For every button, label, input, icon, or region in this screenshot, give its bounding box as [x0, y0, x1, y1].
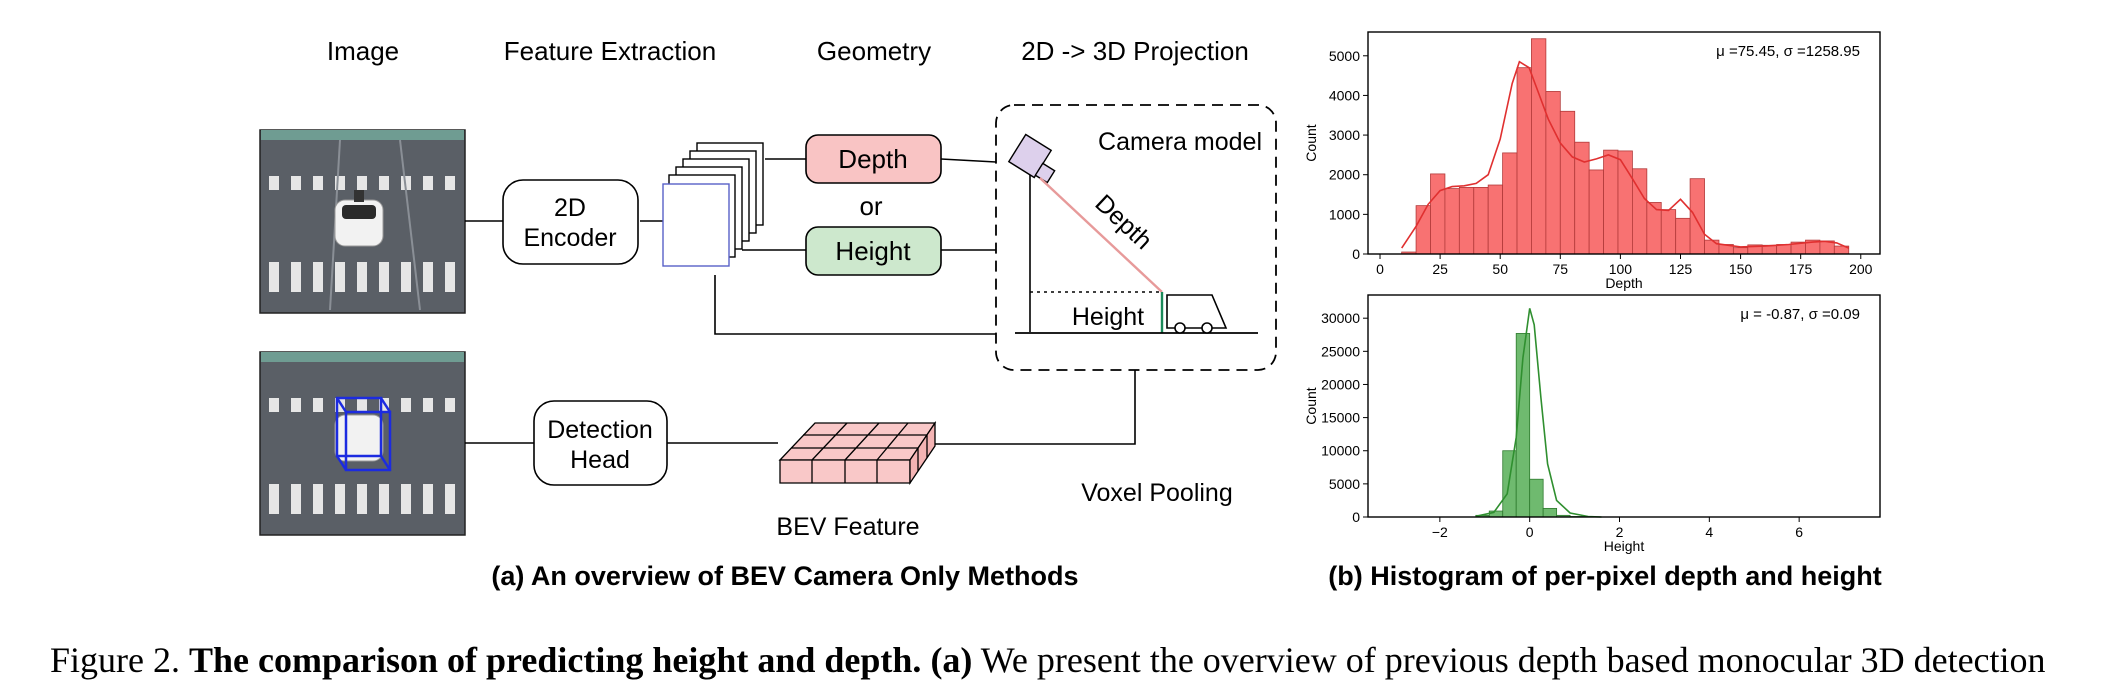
kde-curve: [1475, 308, 1602, 518]
height-box-label: Height: [835, 236, 911, 266]
bounding-box-3d: [335, 396, 392, 472]
y-tick-label: 2000: [1329, 167, 1360, 183]
histogram-bar: [1473, 186, 1489, 255]
subcaption-b: (b) Histogram of per-pixel depth and hei…: [1328, 561, 1882, 591]
detection-head-line2: Head: [570, 446, 630, 474]
x-axis-label: Height: [1604, 538, 1645, 554]
y-tick-label: 1000: [1329, 206, 1360, 222]
x-tick-label: 150: [1729, 261, 1753, 277]
y-tick-label: 5000: [1329, 48, 1360, 64]
camera-model-label: Camera model: [1098, 128, 1262, 156]
x-tick-label: 125: [1669, 261, 1693, 277]
header-feature-extraction: Feature Extraction: [504, 36, 716, 66]
y-tick-label: 25000: [1321, 343, 1360, 359]
x-tick-label: 0: [1376, 261, 1384, 277]
stats-annotation: μ = -0.87, σ =0.09: [1740, 306, 1860, 323]
diagram-connectors: [465, 158, 1136, 445]
histogram-bar: [1502, 152, 1518, 255]
histogram-bar: [1732, 247, 1749, 255]
depth-box: [805, 134, 942, 184]
y-tick-label: 4000: [1329, 87, 1360, 103]
bev-feature-grid: [778, 420, 937, 486]
y-tick-label: 5000: [1329, 476, 1360, 492]
camera-depth-label: Depth: [1090, 189, 1158, 255]
y-tick-label: 0: [1352, 246, 1360, 262]
histogram-bar: [1689, 178, 1705, 255]
histogram-bar: [1444, 188, 1460, 255]
figure-canvas: Image Feature Extraction Geometry 2D -> …: [259, 31, 1882, 591]
encoder-label-line2: Encoder: [523, 224, 616, 252]
caption-bold-title: The comparison of predicting height and …: [189, 640, 922, 680]
histogram-bar: [1660, 209, 1677, 255]
y-tick-label: 3000: [1329, 127, 1360, 143]
y-axis-label: Count: [1303, 124, 1319, 161]
histogram-bar: [1488, 510, 1504, 518]
y-tick-label: 10000: [1321, 443, 1360, 459]
histogram-bar: [1529, 478, 1544, 518]
x-axis-label: Depth: [1605, 275, 1642, 291]
figure-caption: Figure 2. The comparison of predicting h…: [50, 640, 2100, 680]
feature-map-stack: [662, 142, 764, 267]
x-tick-label: 100: [1609, 261, 1633, 277]
encoder-block: 2D Encoder: [502, 179, 639, 265]
x-tick-label: 200: [1849, 261, 1873, 277]
camera-height-label: Height: [1072, 303, 1144, 331]
caption-prefix: Figure 2.: [50, 640, 180, 680]
y-tick-label: 30000: [1321, 310, 1360, 326]
bev-feature-label: BEV Feature: [776, 513, 919, 541]
encoder-label-line1: 2D: [554, 194, 586, 222]
x-tick-label: 25: [1432, 261, 1448, 277]
y-axis-label: Count: [1303, 387, 1319, 424]
y-tick-label: 15000: [1321, 410, 1360, 426]
histogram-bar: [1458, 186, 1475, 255]
histogram-bar: [1542, 507, 1558, 518]
histogram-bar: [1430, 173, 1446, 255]
depth-box-label: Depth: [838, 144, 907, 174]
car-icon: [334, 190, 384, 247]
y-tick-label: 20000: [1321, 376, 1360, 392]
y-tick-label: 0: [1352, 509, 1360, 525]
detection-head-line1: Detection: [547, 416, 653, 444]
camera-icon: [1007, 133, 1056, 184]
x-tick-label: 4: [1705, 524, 1713, 540]
x-tick-label: −2: [1432, 524, 1448, 540]
caption-tag: (a): [930, 640, 973, 680]
kde-curve: [1401, 60, 1850, 249]
histogram-bar: [1675, 217, 1691, 255]
histogram-bar: [1531, 38, 1547, 255]
stats-annotation: μ =75.45, σ =1258.95: [1716, 43, 1860, 60]
x-tick-label: 2: [1616, 524, 1624, 540]
voxel-pooling-label: Voxel Pooling: [1081, 479, 1233, 507]
x-tick-label: 0: [1526, 524, 1534, 540]
detection-road-image: [259, 351, 466, 536]
overview-diagram: Image Feature Extraction Geometry 2D -> …: [259, 36, 1277, 591]
or-label: or: [859, 191, 882, 221]
caption-text: We present the overview of previous dept…: [980, 640, 2046, 680]
plot-frame: [1367, 31, 1881, 255]
height-box: [805, 226, 942, 276]
height-histogram: −2 0 2 4 6 0 5000 10000 15000 20000 25000 30000Heig…: [1303, 294, 1881, 554]
histogram-bar: [1603, 149, 1619, 255]
histogram-bar: [1559, 110, 1576, 255]
histogram-bar: [1588, 169, 1604, 255]
x-tick-label: 50: [1492, 261, 1508, 277]
histogram-bar: [1487, 184, 1504, 255]
x-tick-label: 75: [1553, 261, 1569, 277]
header-geometry: Geometry: [817, 36, 931, 66]
x-tick-label: 175: [1789, 261, 1813, 277]
histogram-bar: [1704, 239, 1720, 255]
header-image: Image: [327, 36, 399, 66]
detection-head-block: Detection Head: [533, 400, 668, 486]
camera-model-region: Camera model Depth Height: [995, 104, 1277, 371]
x-tick-label: 6: [1795, 524, 1803, 540]
header-projection: 2D -> 3D Projection: [1021, 36, 1249, 66]
subcaption-a: (a) An overview of BEV Camera Only Metho…: [491, 561, 1078, 591]
histogram-bar: [1545, 91, 1561, 255]
truck-icon: [1166, 294, 1228, 334]
plot-frame: [1367, 294, 1881, 518]
input-road-image: [259, 129, 466, 314]
histogram-bar: [1516, 67, 1532, 255]
